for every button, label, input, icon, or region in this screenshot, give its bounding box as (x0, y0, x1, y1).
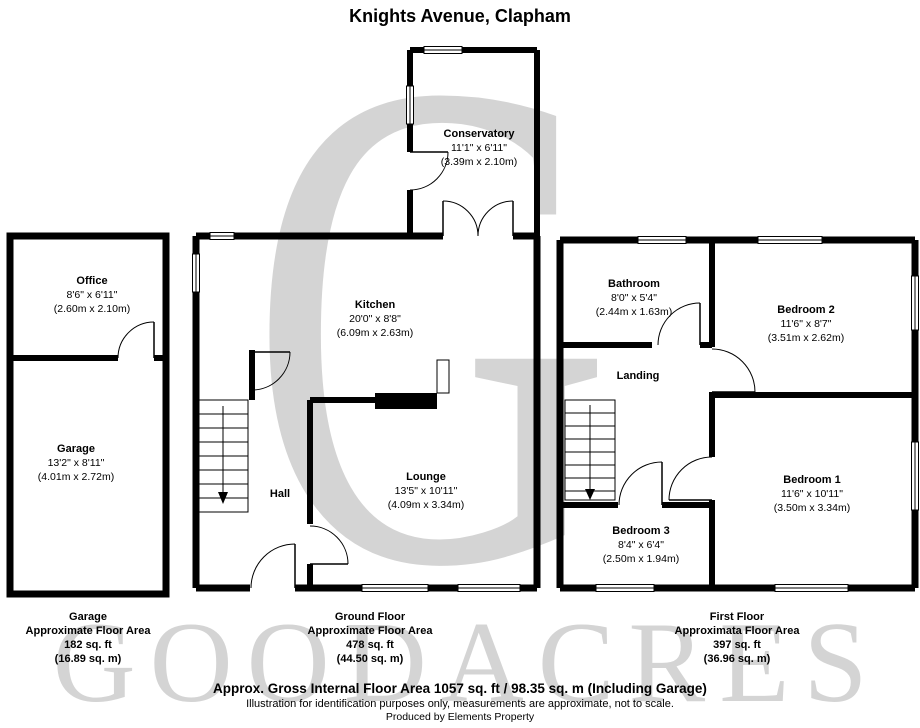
kitchen-unit (375, 393, 437, 409)
disclaimer-text: Illustration for identification purposes… (246, 698, 674, 710)
room-dim-imperial: 8'4" x 6'4" (618, 539, 664, 551)
caption-ground-floor: Ground Floor Approximate Floor Area 478 … (308, 610, 433, 666)
conservatory-windows (406, 46, 463, 125)
room-name: Conservatory (443, 128, 515, 140)
garage-building-walls (6, 232, 170, 598)
watermark-brand-name: GOODACRES (52, 599, 882, 726)
kitchen-door (251, 351, 291, 391)
caption-line: Approximata Floor Area (674, 625, 800, 637)
caption-line: 182 sq. ft (64, 639, 112, 651)
ground-floor-outer-walls (192, 232, 541, 592)
bedroom2-door (711, 348, 756, 393)
room-dim-imperial: 11'6" x 8'7" (780, 318, 832, 330)
caption-line: First Floor (709, 611, 765, 623)
room-label-garage: Garage 13'2" x 8'11" (4.01m x 2.72m) (38, 442, 114, 484)
room-dim-metric: (2.44m x 1.63m) (595, 306, 673, 318)
kitchen-counter (436, 359, 450, 394)
room-label-kitchen: Kitchen 20'0" x 8'8" (6.09m x 2.63m) (337, 298, 413, 340)
room-name: Bedroom 3 (612, 525, 670, 537)
room-label-landing: Landing (617, 369, 660, 383)
room-dim-imperial: 8'6" x 6'11" (66, 289, 118, 301)
room-label-bedroom3: Bedroom 3 8'4" x 6'4" (2.50m x 1.94m) (603, 524, 679, 566)
room-name: Hall (269, 488, 291, 500)
room-label-hall: Hall (270, 487, 290, 501)
caption-line: Approximate Floor Area (25, 625, 151, 637)
room-name: Office (76, 275, 108, 287)
front-door (250, 543, 296, 589)
room-dim-metric: (3.39m x 2.10m) (440, 156, 518, 168)
french-doors (442, 200, 514, 237)
room-dim-imperial: 13'2" x 8'11" (47, 457, 105, 469)
conservatory-door (409, 151, 449, 191)
caption-line: 478 sq. ft (346, 639, 394, 651)
room-name: Bedroom 2 (777, 304, 835, 316)
room-label-bedroom2: Bedroom 2 11'6" x 8'7" (3.51m x 2.62m) (768, 303, 844, 345)
room-name: Landing (616, 370, 660, 382)
room-label-lounge: Lounge 13'5" x 10'11" (4.09m x 3.34m) (388, 470, 464, 512)
caption-first-floor: First Floor Approximata Floor Area 397 s… (675, 610, 800, 666)
room-label-bathroom: Bathroom 8'0" x 5'4" (2.44m x 1.63m) (596, 277, 672, 319)
caption-line: (44.50 sq. m) (336, 653, 404, 665)
room-name: Bathroom (608, 278, 660, 290)
office-door (117, 321, 155, 359)
caption-line: 397 sq. ft (713, 639, 761, 651)
room-name: Bedroom 1 (783, 474, 841, 486)
room-dim-imperial: 11'1" x 6'11" (450, 142, 508, 154)
first-floor-outer-walls (556, 236, 919, 592)
ground-floor-windows (192, 232, 521, 592)
producer-text: Produced by Elements Property (385, 711, 535, 723)
bathroom-door (657, 302, 701, 346)
room-dim-imperial: 13'5" x 10'11" (394, 485, 458, 497)
room-dim-imperial: 8'0" x 5'4" (611, 292, 657, 304)
ground-interior-walls (249, 350, 375, 588)
caption-garage: Garage Approximate Floor Area 182 sq. ft… (26, 610, 151, 666)
caption-line: (36.96 sq. m) (703, 653, 771, 665)
room-dim-metric: (3.51m x 2.62m) (767, 332, 845, 344)
room-label-conservatory: Conservatory 11'1" x 6'11" (3.39m x 2.10… (441, 127, 517, 169)
page-title: Knights Avenue, Clapham (349, 6, 571, 26)
room-label-office: Office 8'6" x 6'11" (2.60m x 2.10m) (54, 274, 130, 316)
room-dim-metric: (4.01m x 2.72m) (37, 471, 115, 483)
room-dim-imperial: 20'0" x 8'8" (349, 313, 401, 325)
caption-line: Garage (69, 611, 107, 623)
room-dim-imperial: 11'6" x 10'11" (781, 488, 843, 500)
room-dim-metric: (3.50m x 3.34m) (773, 502, 851, 514)
gross-area-text: Approx. Gross Internal Floor Area 1057 s… (213, 681, 707, 696)
bedroom3-door (618, 461, 663, 506)
caption-line: (16.89 sq. m) (54, 653, 122, 665)
caption-line: Ground Floor (334, 611, 406, 623)
bedroom1-door (668, 456, 713, 501)
room-dim-metric: (6.09m x 2.63m) (336, 327, 414, 339)
room-dim-metric: (2.50m x 1.94m) (602, 553, 680, 565)
hall-lounge-door (309, 525, 349, 565)
room-dim-metric: (4.09m x 3.34m) (387, 499, 465, 511)
watermark-letter: G (248, 0, 613, 711)
room-label-bedroom1: Bedroom 1 11'6" x 10'11" (3.50m x 3.34m) (774, 473, 850, 515)
caption-line: Approximate Floor Area (307, 625, 433, 637)
first-floor-interior-walls (560, 240, 915, 588)
room-name: Garage (57, 443, 95, 455)
conservatory-walls (407, 47, 540, 236)
ground-floor-stairs (197, 399, 249, 513)
room-dim-metric: (2.60m x 2.10m) (53, 303, 131, 315)
first-floor-stairs (564, 399, 616, 501)
room-name: Lounge (406, 471, 446, 483)
room-name: Kitchen (354, 299, 396, 311)
first-floor-windows (595, 236, 919, 592)
